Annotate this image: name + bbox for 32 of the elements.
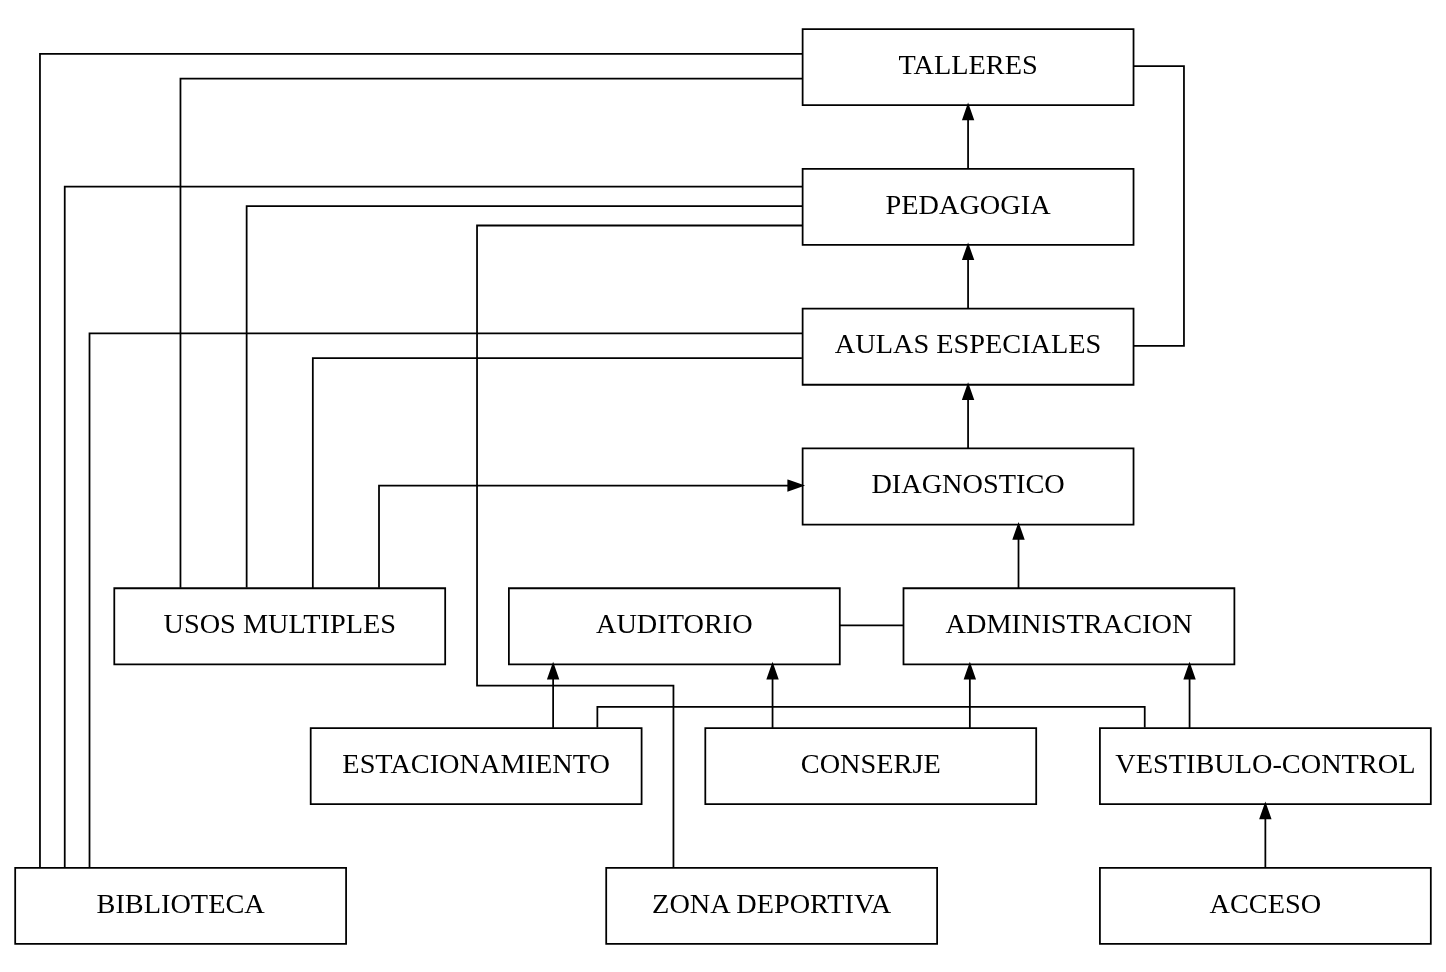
arrow bbox=[961, 241, 975, 309]
arrow bbox=[1259, 801, 1272, 869]
node-box: AUDITORIO bbox=[508, 586, 841, 665]
node-box: ADMINISTRACION bbox=[902, 586, 1236, 665]
node-box: PEDAGOGIA bbox=[801, 167, 1135, 246]
node-box: BIBLIOTECA bbox=[14, 866, 347, 945]
arrow bbox=[1012, 521, 1025, 589]
node-box: ZONA DEPORTIVA bbox=[605, 866, 938, 945]
node-box: VESTIBULO-CONTROL bbox=[1099, 726, 1432, 805]
node-box: AULAS ESPECIALES bbox=[801, 307, 1135, 386]
arrow bbox=[963, 661, 977, 729]
connector bbox=[311, 356, 803, 589]
connector bbox=[88, 332, 804, 868]
node-box: ACCESO bbox=[1099, 866, 1432, 945]
connector bbox=[63, 185, 804, 869]
connector bbox=[1133, 64, 1185, 347]
node-box: DIAGNOSTICO bbox=[801, 447, 1135, 525]
connector bbox=[245, 204, 804, 588]
arrow bbox=[766, 661, 779, 729]
connector bbox=[179, 77, 804, 589]
connector bbox=[839, 624, 904, 626]
node-box: USOS MULTIPLES bbox=[113, 586, 447, 665]
arrow bbox=[546, 661, 560, 729]
arrow bbox=[961, 381, 975, 449]
node-box: ESTACIONAMIENTO bbox=[309, 726, 643, 805]
connector bbox=[39, 52, 804, 868]
node-box: CONSERJE bbox=[704, 726, 1038, 805]
arrow bbox=[961, 102, 975, 170]
node-box: TALLERES bbox=[801, 27, 1135, 106]
connector bbox=[476, 224, 804, 868]
arrow bbox=[378, 478, 806, 589]
arrow bbox=[1183, 661, 1196, 729]
